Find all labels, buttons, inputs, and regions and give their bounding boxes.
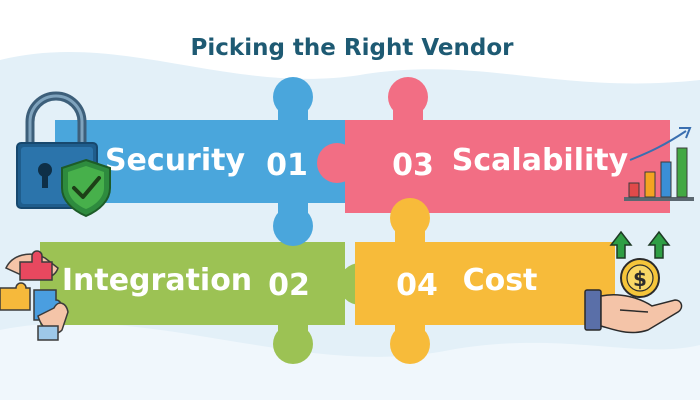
- number-scalability: 03: [392, 148, 434, 183]
- growth-bar-chart-icon: [624, 127, 694, 201]
- hand-coin-arrows-icon: $: [584, 230, 683, 334]
- label-integration: Integration: [62, 263, 252, 298]
- knob-security-neck: [278, 198, 308, 214]
- puzzle-hands-icon: [0, 250, 69, 341]
- svg-text:$: $: [633, 267, 647, 291]
- puzzle-piece-cost: [355, 242, 615, 364]
- number-integration: 02: [268, 268, 310, 303]
- padlock-shield-check-icon: [16, 91, 111, 218]
- knob-security-down: [273, 206, 313, 246]
- puzzle-piece-scalability: [317, 77, 670, 213]
- label-security: Security: [105, 143, 246, 178]
- number-security: 01: [266, 148, 308, 183]
- background-band-light: [0, 323, 700, 400]
- number-cost: 04: [396, 268, 438, 303]
- page-title: Picking the Right Vendor: [191, 35, 515, 61]
- knob-cost-neck: [395, 222, 425, 246]
- label-cost: Cost: [463, 263, 538, 298]
- label-scalability: Scalability: [452, 143, 629, 178]
